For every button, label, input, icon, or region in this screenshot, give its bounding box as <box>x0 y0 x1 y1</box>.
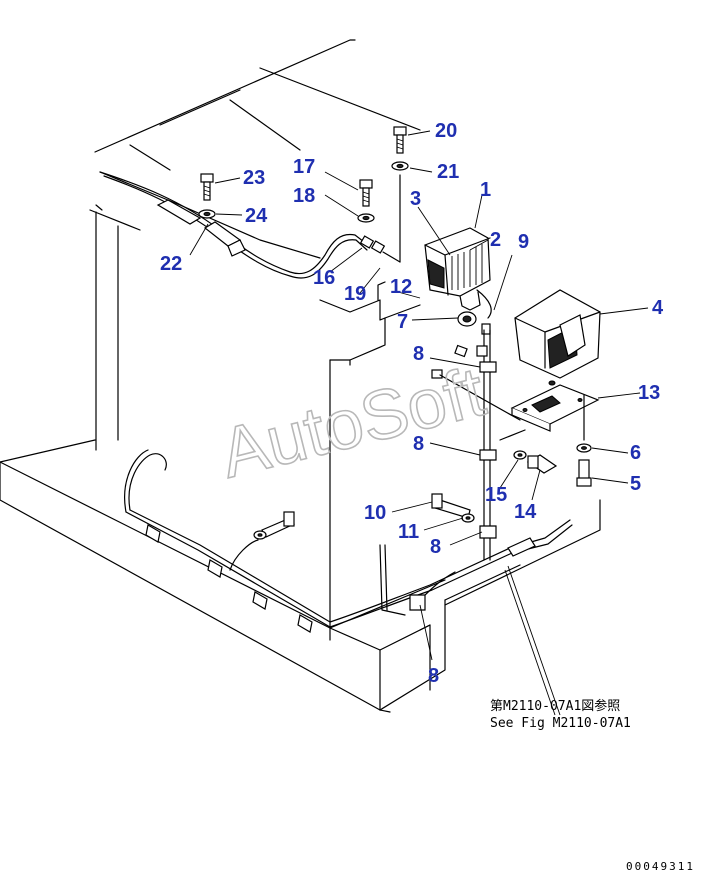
mounting-bracket <box>499 384 600 441</box>
relay-cover <box>514 289 601 386</box>
callout-23: 23 <box>243 167 265 189</box>
callout-10: 10 <box>364 502 386 524</box>
roof-harness <box>99 171 401 279</box>
callout-2: 2 <box>490 229 501 251</box>
callout-17: 17 <box>293 156 315 178</box>
callout-20: 20 <box>435 120 457 142</box>
callout-14: 14 <box>514 501 537 523</box>
callout-19: 19 <box>344 283 366 305</box>
callout-6: 6 <box>630 442 641 464</box>
callout-9: 9 <box>518 231 529 253</box>
callout-22: 22 <box>160 253 182 275</box>
callout-8-upper: 8 <box>413 343 424 365</box>
callout-7: 7 <box>397 311 408 333</box>
callout-5: 5 <box>630 473 641 495</box>
machine-body <box>0 39 601 713</box>
callout-24: 24 <box>245 205 268 227</box>
watermark: AutoSoft <box>213 352 492 493</box>
callout-4: 4 <box>652 297 664 319</box>
upper-bolts <box>198 126 409 223</box>
callouts: 1 2 3 4 5 6 7 8 8 8 8 9 10 11 12 13 14 1… <box>160 120 664 687</box>
vertical-harness <box>431 329 592 561</box>
callout-12: 12 <box>390 276 412 298</box>
callout-3: 3 <box>410 188 421 210</box>
leader-lines <box>189 130 649 716</box>
reference-note-japanese: 第M2110-07A1図参照 <box>490 698 620 714</box>
callout-13: 13 <box>638 382 660 404</box>
drawing-code: 00049311 <box>626 860 695 873</box>
callout-8-lower: 8 <box>430 536 441 558</box>
callout-11: 11 <box>398 521 419 543</box>
work-lamp <box>424 227 492 335</box>
lower-harness <box>124 449 573 633</box>
callout-8-middle: 8 <box>413 433 424 455</box>
reference-note-english: See Fig M2110-07A1 <box>490 716 631 731</box>
callout-15: 15 <box>485 484 507 506</box>
callout-18: 18 <box>293 185 315 207</box>
callout-1: 1 <box>480 179 491 201</box>
lower-bolts <box>253 493 475 540</box>
callout-21: 21 <box>437 161 459 183</box>
reference-note: 第M2110-07A1図参照 See Fig M2110-07A1 <box>490 698 631 731</box>
callout-8-bottom: 8 <box>428 665 439 687</box>
callout-16: 16 <box>313 267 335 289</box>
